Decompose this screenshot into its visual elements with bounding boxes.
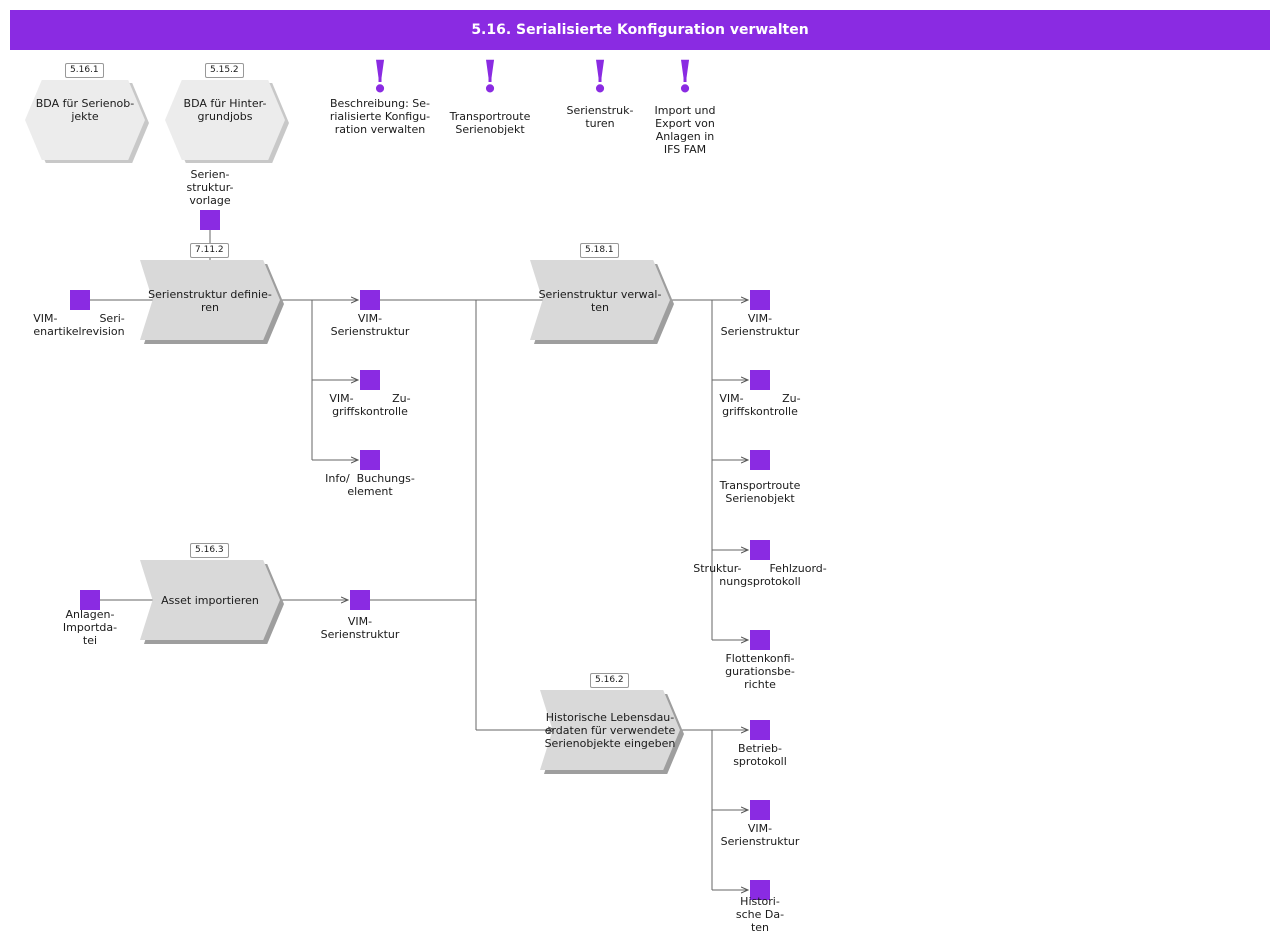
data-object-vim-zugriffskontrolle[interactable] xyxy=(750,370,770,390)
note-label-serienstrukturen: Serienstruk- turen xyxy=(566,104,634,130)
object-label: VIM- Serienstruktur xyxy=(330,312,410,338)
data-object-info-buchungselement[interactable] xyxy=(360,450,380,470)
exclamation-icon[interactable]: ! xyxy=(675,52,695,103)
exclamation-icon[interactable]: ! xyxy=(590,52,610,103)
data-object-vim-serienstruktur[interactable] xyxy=(750,800,770,820)
data-object-historische-daten[interactable] xyxy=(750,880,770,900)
process-badge: 5.18.1 xyxy=(580,243,619,258)
data-object-strukturfehlzuordnungsprotokoll[interactable] xyxy=(750,540,770,560)
data-object-anlagen-importdatei[interactable] xyxy=(80,590,100,610)
process-asset-importieren[interactable] xyxy=(140,560,280,640)
exclamation-icon[interactable]: ! xyxy=(480,52,500,103)
object-label: Flottenkonfi- gurationsbe- richte xyxy=(725,652,795,691)
diagram-title: 5.16. Serialisierte Konfiguration verwal… xyxy=(10,10,1270,50)
process-serienstruktur-definieren[interactable] xyxy=(140,260,280,340)
object-label: Anlagen- Importda- tei xyxy=(62,608,118,647)
process-label: Historische Lebensdau- erdaten für verwe… xyxy=(544,711,676,750)
process-label: Serienstruktur verwal- ten xyxy=(538,288,662,314)
process-badge: 5.16.2 xyxy=(590,673,629,688)
process-serienstruktur-verwalten[interactable] xyxy=(530,260,670,340)
nav-hexagon-bda-hintergrundjobs[interactable]: BDA für Hinter- grundjobs xyxy=(165,80,285,160)
note-label-beschreibung: Beschreibung: Se- rialisierte Konfigu- r… xyxy=(329,97,431,136)
data-object-flottenkonfigurationsberichte[interactable] xyxy=(750,630,770,650)
object-label: VIM- Zu- griffskontrolle xyxy=(329,392,411,418)
object-label: VIM- Serienstruktur xyxy=(720,312,800,338)
object-label: Transportroute Serienobjekt xyxy=(719,479,801,505)
object-label: Info/ Buchungs- element xyxy=(325,472,415,498)
data-object-vim-zugriffskontrolle[interactable] xyxy=(360,370,380,390)
nav-badge-1: 5.16.1 xyxy=(65,63,104,78)
data-object-transportroute-serienobjekt[interactable] xyxy=(750,450,770,470)
nav-badge-2: 5.15.2 xyxy=(205,63,244,78)
object-label: VIM- Zu- griffskontrolle xyxy=(719,392,801,418)
data-object-vim-serienstruktur[interactable] xyxy=(360,290,380,310)
process-historische-lebensdauerdaten[interactable] xyxy=(540,690,680,770)
object-label: VIM- Seri- enartikelrevision xyxy=(33,312,125,338)
object-label-serienstrukturvorlage: Serien- struktur- vorlage xyxy=(186,168,234,207)
nav-hexagon-label: BDA für Hinter- grundjobs xyxy=(183,97,267,123)
process-label: Serienstruktur definie- ren xyxy=(148,288,272,314)
data-object-vim-serienstruktur[interactable] xyxy=(750,290,770,310)
exclamation-icon[interactable]: ! xyxy=(370,52,390,103)
object-label: VIM- Serienstruktur xyxy=(320,615,400,641)
data-object-betriebsprotokoll[interactable] xyxy=(750,720,770,740)
note-label-import-export: Import und Export von Anlagen in IFS FAM xyxy=(654,104,716,156)
data-object-vim-serienstruktur[interactable] xyxy=(350,590,370,610)
data-object-serienstrukturvorlage[interactable] xyxy=(200,210,220,230)
process-label: Asset importieren xyxy=(161,594,259,607)
data-object-vim-serienartikelrevision[interactable] xyxy=(70,290,90,310)
note-label-transportroute: Transportroute Serienobjekt xyxy=(449,110,531,136)
object-label: Betrieb- sprotokoll xyxy=(733,742,787,768)
object-label: Histori- sche Da- ten xyxy=(735,895,785,934)
process-badge: 5.16.3 xyxy=(190,543,229,558)
object-label: Struktur- Fehlzuord- nungsprotokoll xyxy=(693,562,827,588)
nav-hexagon-label: BDA für Serienob- jekte xyxy=(35,97,135,123)
process-badge: 7.11.2 xyxy=(190,243,229,258)
object-label: VIM- Serienstruktur xyxy=(720,822,800,848)
nav-hexagon-bda-serienobjekte[interactable]: BDA für Serienob- jekte xyxy=(25,80,145,160)
